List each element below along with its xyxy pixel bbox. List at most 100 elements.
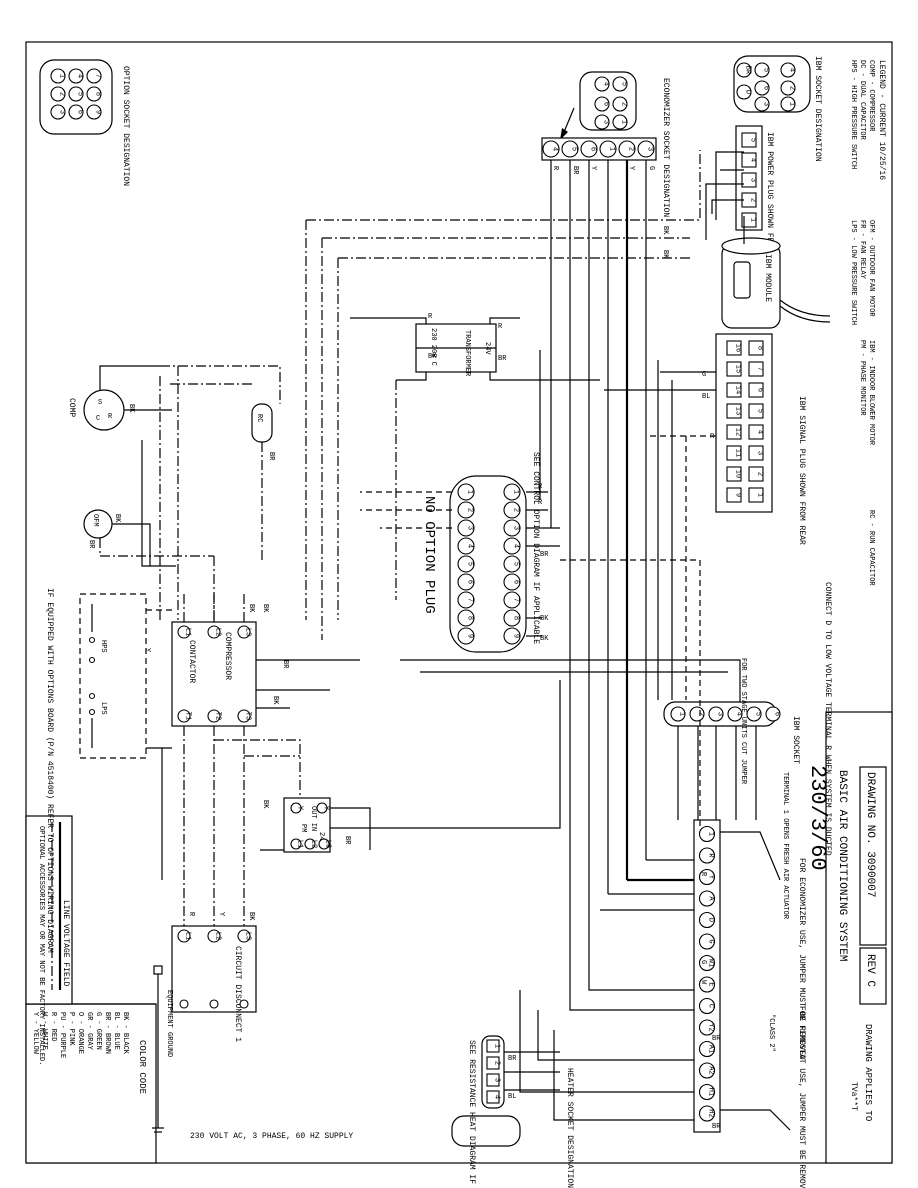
pm-out-in: OUT IN [309,806,317,831]
transformer-taps: 230 208 C [429,328,437,366]
economizer-pin [599,140,617,158]
option-plug-pin-label: 5 [466,562,474,566]
resistance-heat-note: SEE RESISTANCE HEAT DIAGRAM IF APPLICABL… [467,1040,476,1188]
wire-label: BK [428,353,437,361]
wire-label: BR [343,836,351,845]
option-socket-pin-label: 8 [94,92,102,96]
revision: REV C [864,954,876,987]
contactor-terminal-label: L1 [184,628,192,636]
contactor-terminal-label: T2 [214,712,222,720]
option-plug-pin [457,519,475,537]
disconnect-terminal [177,929,191,943]
options-note: IF EQUIPPED WITH OPTIONS BOARD (P/N 4518… [45,588,54,953]
legend-title: LEGEND - CURRENT 10/25/16 [877,60,886,180]
terminal-strip-pin [698,847,716,864]
terminal-strip-pin [698,1083,716,1101]
signal-plug-pin-label: 2 [756,472,764,476]
heater-socket-pin-label: 4 [493,1095,501,1099]
power-plug-pin-label: 5 [749,138,757,142]
option-socket-pin-label: 1 [58,74,66,78]
ibm-socket-designation-pin-label: 1 [788,102,796,106]
option-plug-pin-label: 1 [512,490,520,494]
terminal-strip-pin [698,954,716,972]
signal-plug-pin-label: 5 [756,409,764,413]
power-plug-pin-label: 3 [749,178,757,182]
option-socket-pin [86,104,102,120]
compressor-label: COMPRESSOR [223,632,232,680]
ibm-socket-designation-pin-label: 2 [788,86,796,90]
wire-label: W [699,980,707,985]
economizer-designation-pin [612,76,628,92]
option-plug-pin-label: 4 [466,544,474,548]
signal-plug-pin-label: 16 [734,344,742,352]
option-socket-pin-label: 7 [94,74,102,78]
option-plug-pin [503,483,521,501]
wire-label: BR [712,1035,721,1043]
economizer-designation-pin-label: 5 [620,82,628,86]
economizer-pin [637,140,655,158]
signal-plug-pin [748,466,764,482]
voltage-title: 230/3/60 [805,765,830,871]
signal-plug-pin-label: 10 [734,470,742,478]
terminal-strip-pin [698,933,716,950]
pm-terminal [316,802,328,814]
contactor-terminal [207,709,221,723]
disconnect-terminal-label: L1 [184,932,192,940]
option-plug-pin [503,591,521,609]
ibm-socket-pin [708,706,724,722]
terminal-strip-pin [698,1019,716,1036]
option-socket-label: OPTION SOCKET DESIGNATION [121,66,130,186]
ibm-socket-designation-pin-label: D [744,90,752,94]
terminal-strip-pin-label: H2 [707,1109,715,1117]
economizer-designation-pin [594,114,610,130]
wire-label: BR [498,355,507,363]
wire-label: BR [281,660,289,669]
option-plug-pin-label: 3 [512,526,520,530]
wire-label: BK [247,604,255,613]
legend-item: LPS - LOW PRESSURE SWITCH [849,220,857,325]
option-socket-pin-label: 6 [76,110,84,114]
heater-socket-label: HEATER SOCKET DESIGNATION [565,1068,574,1188]
wire-label: BL [508,1093,516,1101]
option-plug-pin-label: 4 [512,544,520,548]
terminal-strip-pin [698,1105,716,1122]
no-option-plug-label: NO OPTION PLUG [421,496,437,614]
ibm-socket-label: IBM SOCKET [791,716,800,764]
economizer-pin [580,140,598,158]
heater-socket-pin [486,1039,500,1053]
wire-label: BK [261,800,269,809]
ibm-socket-pin-label: 5 [754,712,762,716]
ibm-socket-designation-pin-label: 3 [762,102,770,106]
pm-terminal-label: L3 [324,840,332,848]
signal-plug-pin-label: 7 [756,367,764,371]
signal-plug-pin [726,466,742,482]
power-plug-pin [741,132,757,148]
terminal-strip-pin [698,997,716,1015]
ibm-socket-designation-pin-label: 6 [762,86,770,90]
terminal-strip-pin-label: Y2 [707,1023,715,1031]
terminal-strip-pin-label: C [707,1004,715,1008]
wire-label: Y [627,166,635,171]
option-socket-pin [86,68,102,84]
terminal-strip-pin-label: 1 [707,832,715,836]
title-block: DRAWING NO. 3090007 REV C BASIC AIR COND… [805,711,893,1164]
pressure-switches: HPS LPS [79,593,147,759]
terminal-strip-pin-label: W1 [707,959,715,967]
wire-label: BK [540,635,549,643]
power-plug-pin-label: 1 [749,218,757,222]
option-plug-pin-label: 8 [466,616,474,620]
terminal-strip-pin-label: A [707,896,715,901]
signal-plug-pin-label: 11 [734,449,742,457]
pm-terminal [318,838,330,850]
option-plug-pin [503,627,521,645]
option-socket-pin-label: 2 [58,92,66,96]
wire-label: BR [571,166,579,175]
signal-plug-pin-label: 15 [734,365,742,373]
terminal-strip-pin [698,825,716,843]
option-plug-pin [503,519,521,537]
